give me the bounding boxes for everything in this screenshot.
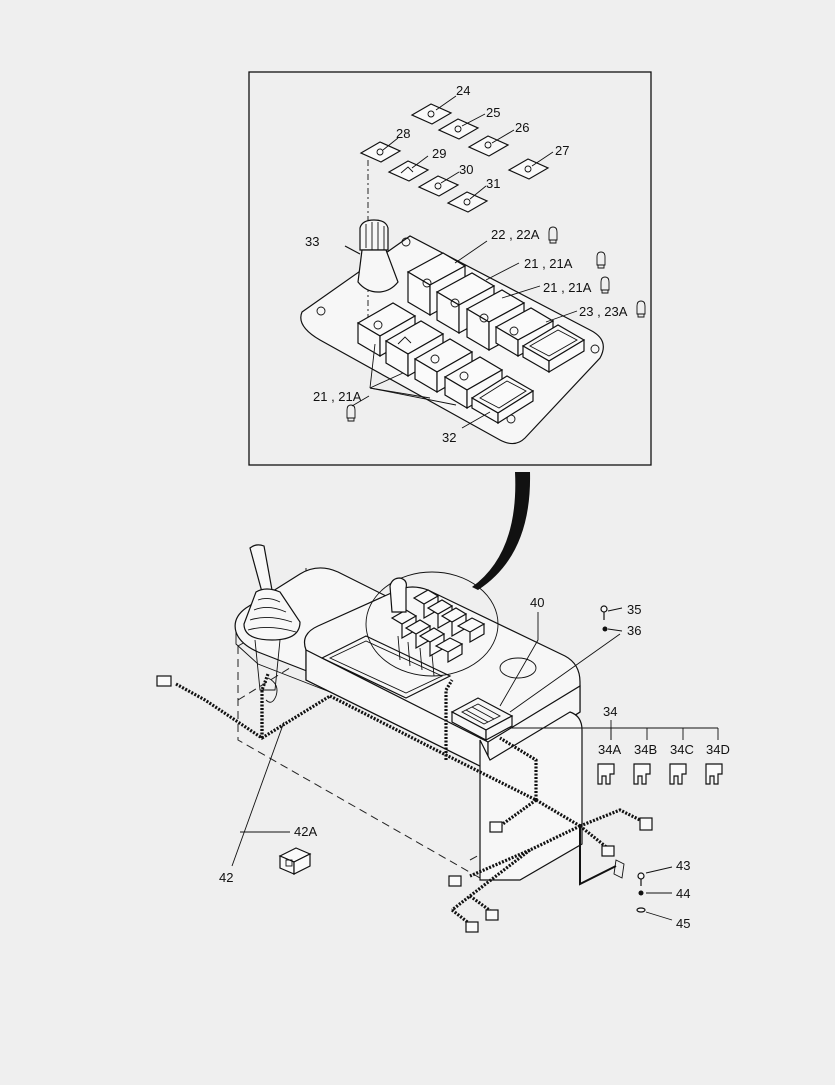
main-leaders xyxy=(231,607,719,921)
decal-25 xyxy=(437,118,480,140)
callout-29: 29 xyxy=(432,146,446,161)
callout-35: 35 xyxy=(627,602,641,617)
callout-34D: 34D xyxy=(706,742,730,757)
callout-36: 36 xyxy=(627,623,641,638)
callout-22-22A: 22 , 22A xyxy=(491,227,540,242)
callout-21-21A-lower: 21 , 21A xyxy=(313,389,362,404)
bulb-icons xyxy=(346,226,646,422)
inset-leaders xyxy=(351,240,578,429)
rocker-switch-bank xyxy=(356,252,586,425)
callout-33: 33 xyxy=(305,234,319,249)
decal-26 xyxy=(467,135,510,157)
hardware-parts xyxy=(600,605,646,913)
detail-inset-frame xyxy=(248,71,652,466)
joystick-boot xyxy=(243,544,301,691)
callout-26: 26 xyxy=(515,120,529,135)
console-switch-cluster xyxy=(389,577,486,677)
callout-32: 32 xyxy=(442,430,456,445)
callout-45: 45 xyxy=(676,916,690,931)
decal-28 xyxy=(359,141,402,163)
callout-30: 30 xyxy=(459,162,473,177)
decal-31 xyxy=(446,191,489,213)
callout-25: 25 xyxy=(486,105,500,120)
callout-23-23A: 23 , 23A xyxy=(579,304,628,319)
control-module-40 xyxy=(450,697,514,742)
callout-27: 27 xyxy=(555,143,569,158)
fuse-set-34 xyxy=(597,763,723,785)
callout-42A: 42A xyxy=(294,824,317,839)
decal-24 xyxy=(410,103,453,125)
callout-31: 31 xyxy=(486,176,500,191)
callout-28: 28 xyxy=(396,126,410,141)
relay-42A xyxy=(278,847,312,875)
decal-27 xyxy=(507,158,550,180)
callout-24: 24 xyxy=(456,83,470,98)
harness-connectors xyxy=(156,675,653,933)
rotary-knob-33 xyxy=(344,219,399,293)
callout-34A: 34A xyxy=(598,742,621,757)
callout-42: 42 xyxy=(219,870,233,885)
wiring-harness-42 xyxy=(175,673,645,926)
callout-34B: 34B xyxy=(634,742,657,757)
decal-29 xyxy=(387,160,430,182)
detail-pointer-arrow xyxy=(472,472,531,590)
callout-34: 34 xyxy=(603,704,617,719)
callout-43: 43 xyxy=(676,858,690,873)
panel-location-ellipse xyxy=(365,571,499,677)
callout-21-21A-upper: 21 , 21A xyxy=(524,256,573,271)
decal-30 xyxy=(417,175,460,197)
decal-leaders xyxy=(382,95,554,200)
callout-40: 40 xyxy=(530,595,544,610)
callout-34C: 34C xyxy=(670,742,694,757)
callout-44: 44 xyxy=(676,886,690,901)
callout-21-21A-middle: 21 , 21A xyxy=(543,280,592,295)
